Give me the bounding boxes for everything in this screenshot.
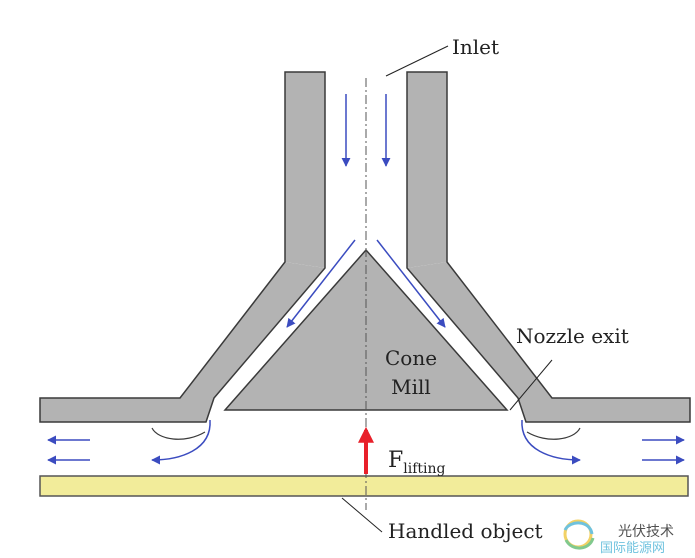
handled-object-leader-line bbox=[341, 497, 383, 533]
watermark-line1: 光伏技术 bbox=[618, 524, 674, 540]
cone-label-line2: Mill bbox=[391, 375, 431, 399]
right-vortex-swirl bbox=[526, 427, 581, 440]
left-wall-outline-visible bbox=[39, 71, 326, 423]
left-wall-flange bbox=[40, 398, 214, 422]
lifting-force-label: Flifting bbox=[388, 448, 446, 477]
left-vortex-swirl bbox=[151, 427, 206, 440]
cone-label-line1: Cone bbox=[385, 346, 437, 370]
right-wall-outline bbox=[406, 71, 691, 423]
handled-object-label: Handled object bbox=[388, 519, 543, 543]
right-wall-stem bbox=[407, 72, 447, 268]
right-wall-arm bbox=[407, 262, 552, 398]
watermark: 光伏技术 国际能源网 bbox=[563, 519, 674, 556]
inlet-leader-line bbox=[385, 45, 449, 77]
left-wall-arm bbox=[180, 262, 325, 398]
diagonal-flow-arrow-right bbox=[376, 239, 446, 328]
diagonal-flow-arrow-left bbox=[286, 239, 356, 328]
left-wall-stem bbox=[285, 72, 325, 268]
force-subscript: lifting bbox=[403, 461, 445, 477]
left-vortex-swirl-arrow bbox=[151, 419, 211, 465]
nozzle-exit-leader-line bbox=[509, 359, 553, 411]
right-wall-flange bbox=[518, 398, 690, 422]
swirl-logo-icon bbox=[563, 519, 595, 550]
right-vortex-swirl-arrow bbox=[521, 419, 581, 465]
handled-object-plate bbox=[39, 475, 689, 497]
nozzle-exit-label: Nozzle exit bbox=[516, 324, 629, 348]
force-symbol: F bbox=[388, 448, 403, 473]
inlet-label: Inlet bbox=[452, 35, 499, 59]
watermark-line2: 国际能源网 bbox=[600, 541, 665, 556]
